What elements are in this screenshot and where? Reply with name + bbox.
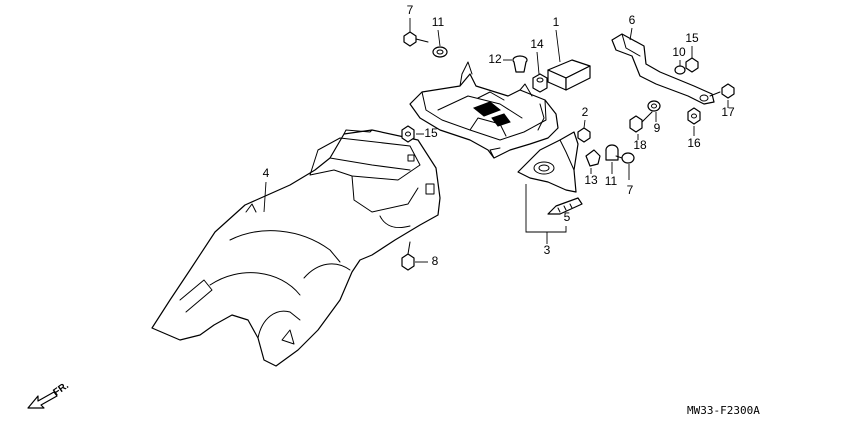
- callout-11-right: 11: [605, 174, 618, 188]
- license-light-housing: [517, 131, 579, 193]
- washer-9: [647, 100, 661, 112]
- fasteners: [401, 31, 735, 271]
- callout-6: 6: [629, 13, 636, 27]
- callout-14: 14: [530, 37, 544, 51]
- callout-4: 4: [263, 166, 270, 180]
- callout-2: 2: [582, 105, 589, 119]
- callout-15-center: 15: [424, 126, 438, 140]
- callout-7-right: 7: [627, 183, 634, 197]
- cushion-12: [512, 55, 528, 73]
- nut-2: [577, 127, 591, 143]
- screw-17: [709, 83, 735, 99]
- collar-14: [532, 73, 548, 93]
- rear-fender: [151, 129, 441, 367]
- bolt-8: [401, 241, 415, 271]
- front-direction-indicator: FR.: [27, 380, 71, 409]
- reflector-plate: [547, 59, 591, 91]
- tail-bracket: [409, 61, 559, 159]
- washer-10: [674, 65, 686, 75]
- figure-code: MW33-F2300A: [687, 404, 760, 417]
- callout-16: 16: [687, 136, 701, 150]
- stay-bracket: [611, 33, 715, 105]
- callout-1: 1: [553, 15, 560, 29]
- callout-11-top: 11: [432, 15, 445, 29]
- callouts: 7 11 12 14 1 6 15 10 17 16 9 18 2 13 11 …: [263, 3, 735, 268]
- callout-10: 10: [672, 45, 686, 59]
- leader-lines: [263, 18, 729, 263]
- callout-13: 13: [584, 173, 598, 187]
- nut-15-center: [401, 125, 415, 143]
- bolt-7-top: [403, 31, 429, 47]
- callout-18: 18: [633, 138, 647, 152]
- bolt-18: [629, 111, 653, 133]
- grommet-11-top: [432, 46, 448, 58]
- nut-15-right: [685, 57, 699, 73]
- collar-11-right: [605, 144, 619, 161]
- reflector-bolt: [547, 197, 583, 215]
- callout-7-top: 7: [407, 3, 414, 17]
- bolt-7-right: [615, 152, 635, 164]
- callout-8: 8: [432, 254, 439, 268]
- callout-12: 12: [488, 52, 502, 66]
- front-arrow-icon: [27, 391, 58, 409]
- callout-17: 17: [721, 105, 735, 119]
- callout-5: 5: [564, 210, 571, 224]
- callout-3: 3: [544, 243, 551, 257]
- grommet-13: [585, 149, 601, 167]
- nut-16: [687, 107, 701, 125]
- callout-9: 9: [654, 121, 661, 135]
- callout-15-right: 15: [685, 31, 699, 45]
